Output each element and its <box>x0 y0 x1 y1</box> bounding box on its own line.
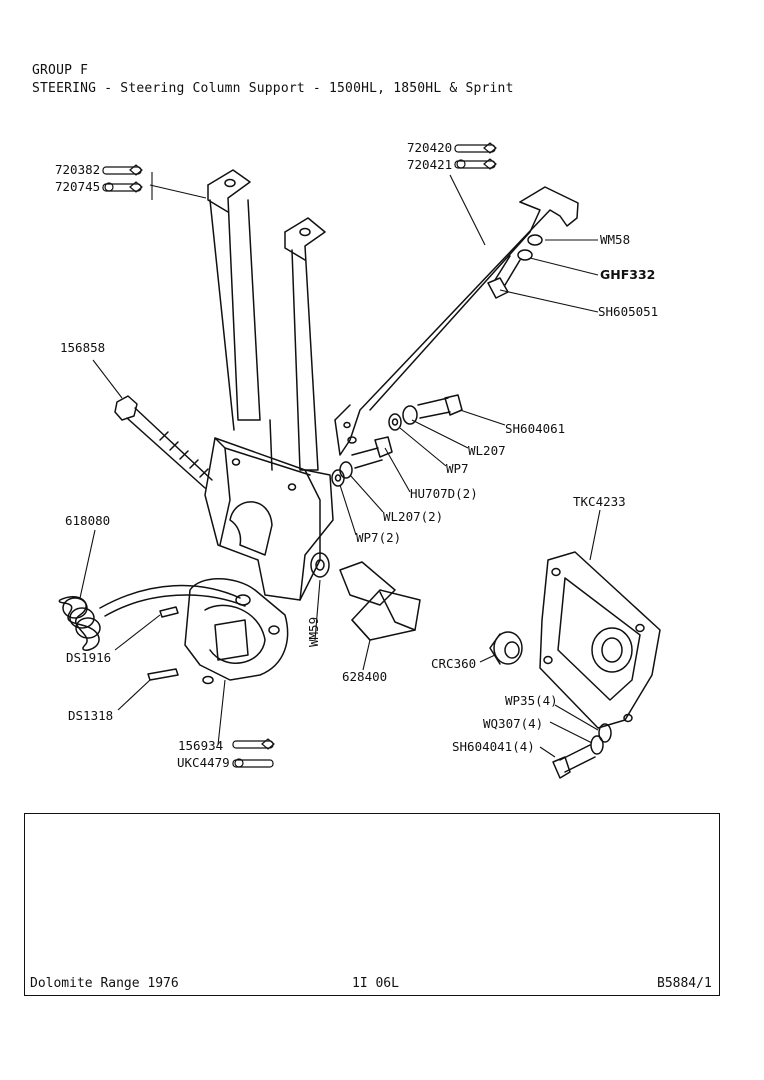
part-label-618080: 618080 <box>65 513 111 528</box>
part-label-WM59: WM59 <box>306 616 321 647</box>
part-label-SH604041: SH604041(4) <box>452 739 535 754</box>
part-label-WM58: WM58 <box>600 232 631 247</box>
part-label-DS1318: DS1318 <box>68 708 114 723</box>
part-label-WP7-2: WP7(2) <box>356 530 402 545</box>
part-label-TKC4233: TKC4233 <box>573 494 626 509</box>
part-label-156858: 156858 <box>60 340 106 355</box>
part-label-GHF332: GHF332 <box>600 267 656 282</box>
part-label-628400: 628400 <box>342 669 388 684</box>
footer-range: Dolomite Range 1976 <box>30 976 179 991</box>
part-label-CRC360: CRC360 <box>431 656 477 671</box>
page-title: STEERING - Steering Column Support - 150… <box>32 81 514 96</box>
part-label-WP35: WP35(4) <box>505 693 558 708</box>
part-label-WL207: WL207 <box>468 443 506 458</box>
part-label-156934: 156934 <box>178 738 224 753</box>
part-label-SH604061: SH604061 <box>505 421 566 436</box>
part-label-720745: 720745 <box>55 179 101 194</box>
part-label-720420: 720420 <box>407 140 453 155</box>
footer-reference: B5884/1 <box>657 976 712 991</box>
part-label-UKC4479: UKC4479 <box>177 755 230 770</box>
part-label-WP7: WP7 <box>446 461 469 476</box>
footer-page-number: 1I 06L <box>352 976 399 991</box>
part-label-720421: 720421 <box>407 157 453 172</box>
notes-box <box>24 813 720 996</box>
part-label-WQ307: WQ307(4) <box>483 716 544 731</box>
part-label-DS1916: DS1916 <box>66 650 112 665</box>
part-label-WL207-2: WL207(2) <box>383 509 444 524</box>
part-label-HU707D: HU707D(2) <box>410 486 478 501</box>
part-label-720382: 720382 <box>55 162 101 177</box>
group-heading: GROUP F <box>32 63 89 78</box>
part-label-SH605051: SH605051 <box>598 304 659 319</box>
